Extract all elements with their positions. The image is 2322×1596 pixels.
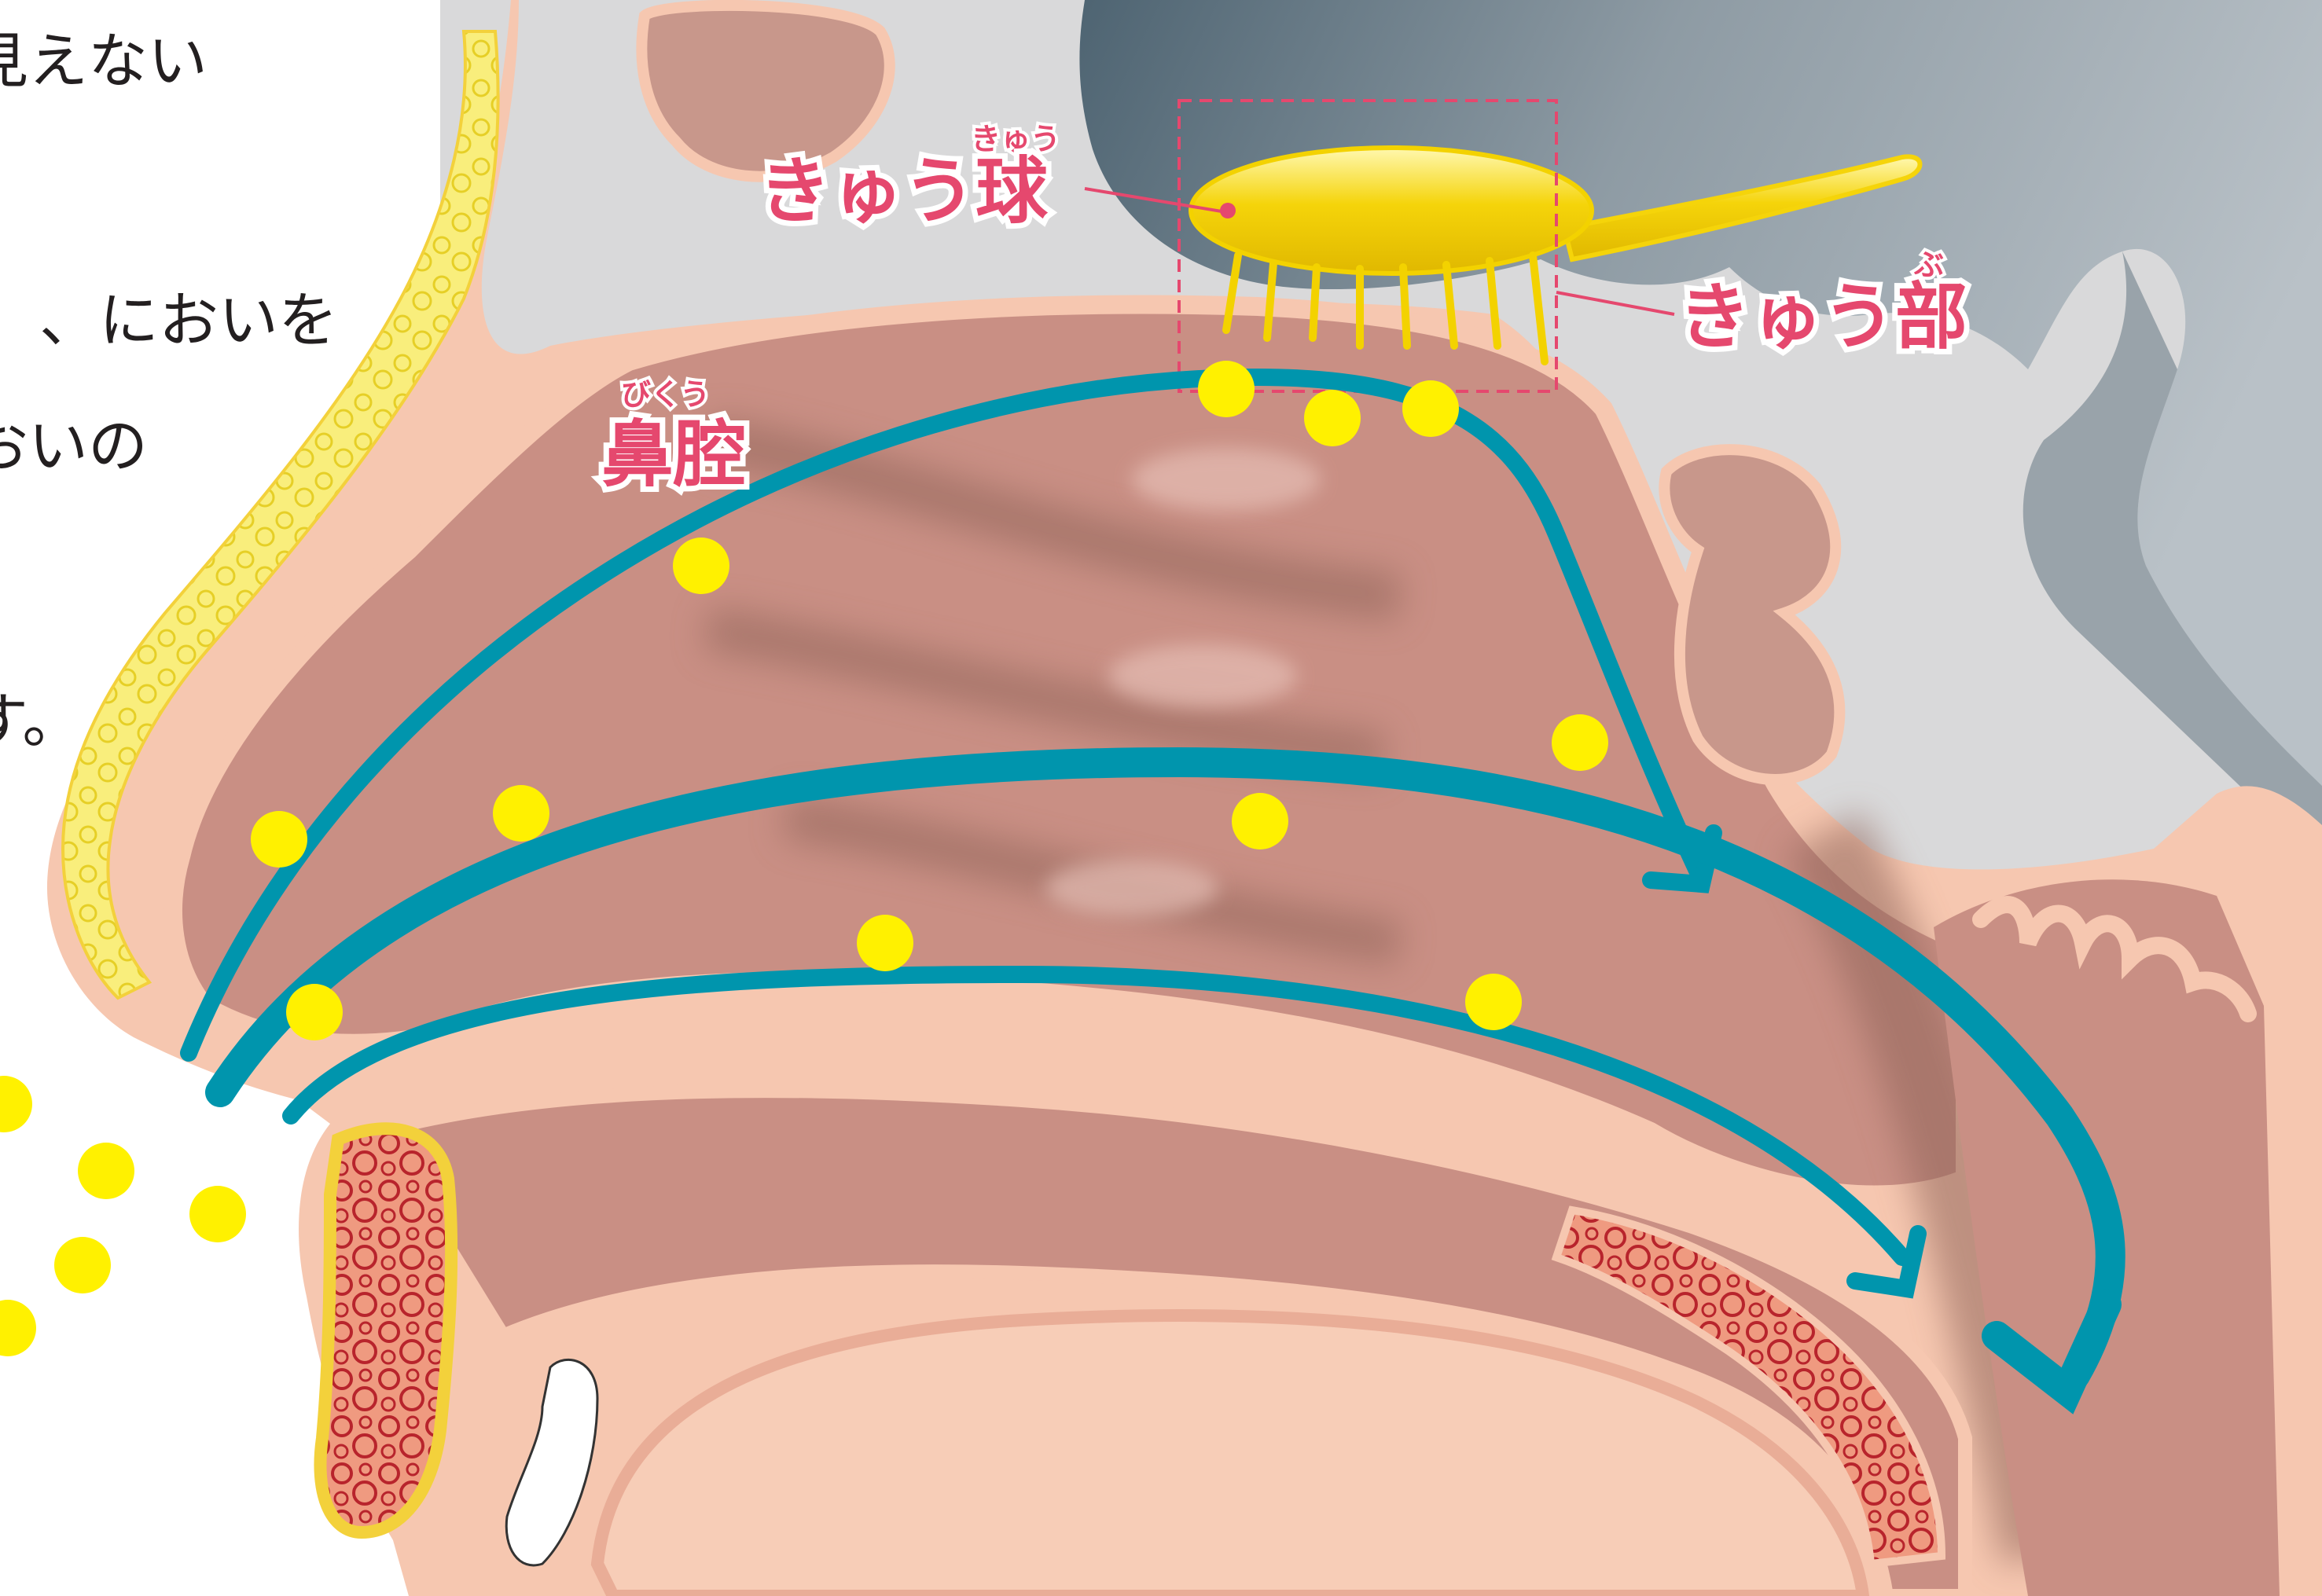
odor-particle (0, 1076, 32, 1132)
odor-particle (1304, 390, 1361, 446)
odor-particle (251, 811, 307, 868)
olfactory-bulb-label: きゅう球 (759, 149, 1049, 233)
odor-particle (1232, 793, 1288, 849)
nasal-cavity-label: 鼻腔 (601, 413, 746, 497)
odor-particle (189, 1186, 246, 1242)
odor-particle (1552, 714, 1608, 771)
odor-particle (1465, 974, 1522, 1030)
olfactory-area-label: きゅう部 (1678, 275, 1967, 359)
odor-particle (673, 538, 729, 594)
odor-particle (493, 785, 549, 842)
nasal-cavity-ruby: びくう (621, 377, 710, 412)
side-text-line-2: 、においを (39, 291, 338, 350)
odor-particle (1402, 380, 1459, 437)
bulb-leader-dot (1220, 203, 1236, 218)
odor-particle (54, 1237, 111, 1293)
odor-particle (286, 984, 343, 1040)
odor-particle (1198, 361, 1255, 417)
odor-particle (78, 1143, 134, 1199)
side-text-line-3: おいの (0, 416, 148, 476)
odor-particle (857, 915, 913, 971)
side-text-line-4: す。 (0, 692, 82, 751)
odor-particle (0, 1300, 36, 1356)
upper-lip-tissue (320, 1128, 451, 1532)
side-text-line-1: 見えない (0, 31, 208, 91)
